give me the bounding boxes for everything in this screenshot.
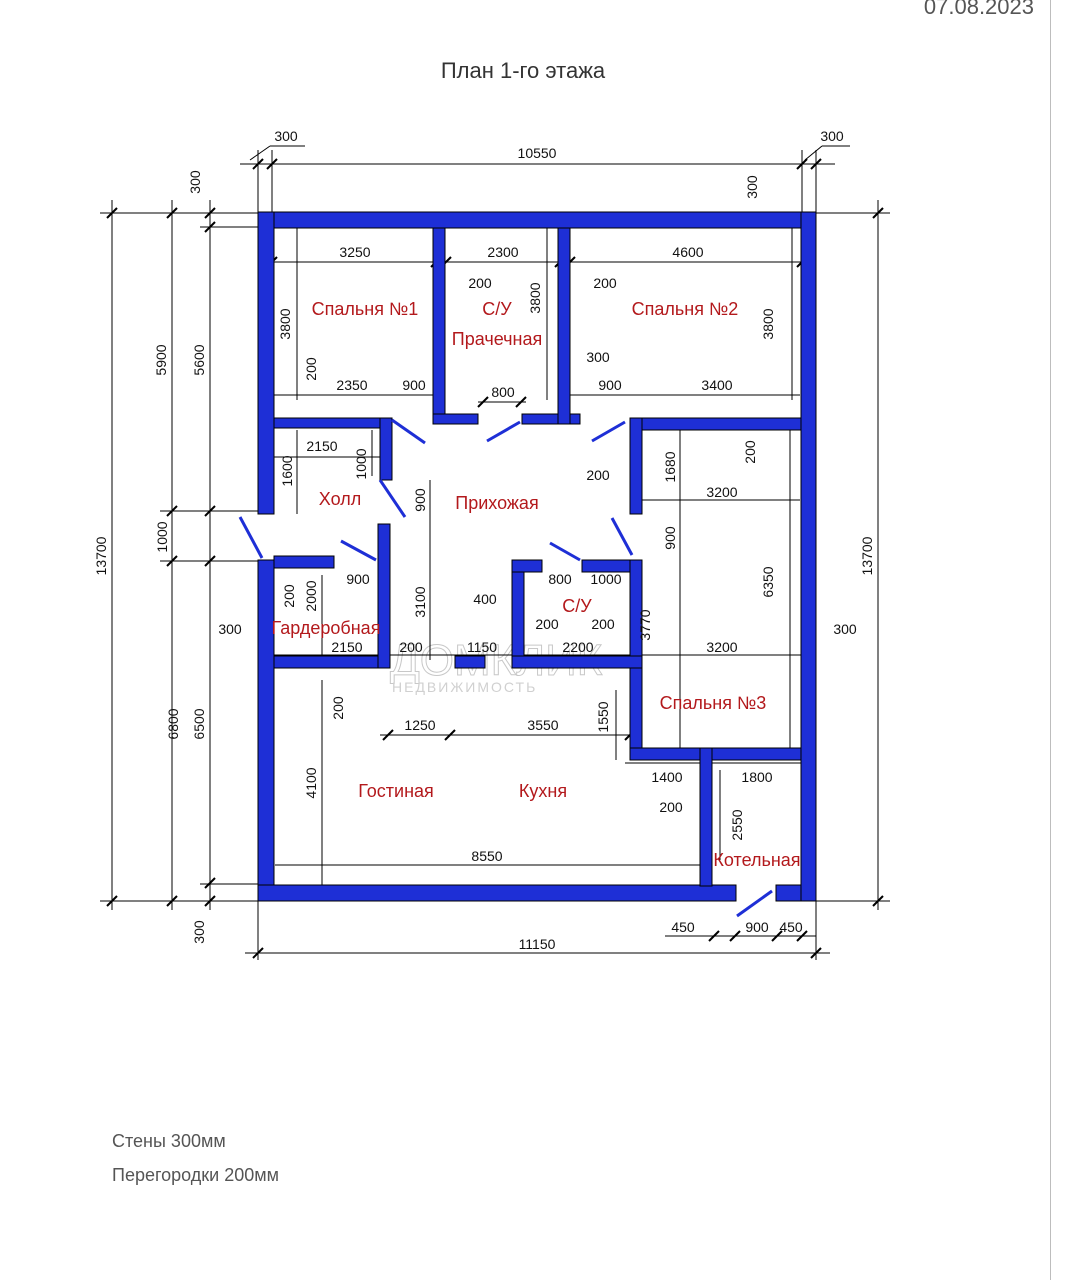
dim-label: 3550 xyxy=(527,717,558,733)
dim-label: 300 xyxy=(187,170,203,194)
dim-label: 3100 xyxy=(412,586,428,617)
dim-label: 3800 xyxy=(527,282,543,313)
room-living: Гостиная xyxy=(358,781,434,801)
dim-label: 900 xyxy=(346,571,370,587)
room-bathroom-1: С/У xyxy=(482,299,512,319)
room-wardrobe: Гардеробная xyxy=(272,618,381,638)
dim-label: 11150 xyxy=(519,936,556,952)
dim-label: 1150 xyxy=(467,639,497,655)
room-bedroom-3: Спальня №3 xyxy=(660,693,767,713)
plan-title: План 1-го этажа xyxy=(440,58,606,83)
room-bedroom-2: Спальня №2 xyxy=(632,299,739,319)
dim-label: 200 xyxy=(535,616,559,632)
notes: Стены 300мм Перегородки 200мм xyxy=(112,1124,279,1192)
dimension-labels: 300 10550 300 300 300 3250 2300 4600 200… xyxy=(93,128,875,952)
dim-label: 450 xyxy=(779,919,803,935)
dim-label: 200 xyxy=(742,440,758,464)
dim-label: 1800 xyxy=(741,769,772,785)
dim-label: 300 xyxy=(833,621,857,637)
dim-label: 3800 xyxy=(277,308,293,339)
dim-label: 300 xyxy=(820,128,844,144)
dim-label: 1000 xyxy=(353,448,369,479)
dim-label: 6350 xyxy=(760,566,776,597)
room-hall: Холл xyxy=(319,489,361,509)
dim-label: 2200 xyxy=(562,639,593,655)
dim-label: 200 xyxy=(468,275,492,291)
dim-label: 200 xyxy=(591,616,615,632)
dim-label: 3800 xyxy=(760,308,776,339)
room-boiler: Котельная xyxy=(713,850,800,870)
dim-label: 300 xyxy=(744,175,760,199)
dim-label: 13700 xyxy=(859,536,875,575)
dim-label: 200 xyxy=(303,357,319,381)
walls xyxy=(257,211,817,902)
dim-label: 1400 xyxy=(651,769,682,785)
dim-label: 200 xyxy=(586,467,610,483)
dim-label: 800 xyxy=(491,384,515,400)
dim-label: 200 xyxy=(281,584,297,608)
note-walls: Стены 300мм xyxy=(112,1131,226,1151)
dim-label: 13700 xyxy=(93,536,109,575)
note-partitions: Перегородки 200мм xyxy=(112,1165,279,1185)
floor-plan: ДОМКЛИК НЕДВИЖИМОСТЬ xyxy=(93,128,890,960)
dim-label: 1600 xyxy=(279,455,295,486)
dim-label: 2550 xyxy=(729,809,745,840)
room-bathroom-2: С/У xyxy=(562,596,592,616)
dim-label: 1250 xyxy=(404,717,435,733)
dim-label: 4600 xyxy=(672,244,703,260)
dim-label: 2000 xyxy=(303,580,319,611)
dim-label: 200 xyxy=(399,639,423,655)
dim-label: 6500 xyxy=(191,708,207,739)
dim-label: 1000 xyxy=(590,571,621,587)
dim-label: 5900 xyxy=(153,344,169,375)
dim-label: 300 xyxy=(218,621,242,637)
dim-label: 5600 xyxy=(191,344,207,375)
dim-label: 200 xyxy=(593,275,617,291)
dim-label: 1550 xyxy=(595,701,611,732)
room-entry: Прихожая xyxy=(455,493,538,513)
dim-label: 800 xyxy=(548,571,572,587)
room-kitchen: Кухня xyxy=(519,781,567,801)
watermark: ДОМКЛИК НЕДВИЖИМОСТЬ xyxy=(390,636,604,696)
doors xyxy=(238,418,773,918)
room-labels: Спальня №1 С/У Прачечная Спальня №2 Холл… xyxy=(272,299,801,870)
dimension-lines xyxy=(100,145,890,960)
dim-label: 3250 xyxy=(339,244,370,260)
dim-label: 900 xyxy=(598,377,622,393)
dim-label: 3200 xyxy=(706,639,737,655)
dim-label: 200 xyxy=(659,799,683,815)
dim-label: 2350 xyxy=(336,377,367,393)
dim-label: 2150 xyxy=(331,639,362,655)
dim-label: 2300 xyxy=(487,244,518,260)
room-bedroom-1: Спальня №1 xyxy=(312,299,419,319)
dim-label: 400 xyxy=(473,591,497,607)
dim-label: 10550 xyxy=(518,145,557,161)
dim-label: 4100 xyxy=(303,767,319,798)
dim-label: 200 xyxy=(330,696,346,720)
dim-label: 3400 xyxy=(701,377,732,393)
dim-label: 1000 xyxy=(154,521,170,552)
dim-label: 900 xyxy=(402,377,426,393)
dim-label: 300 xyxy=(191,920,207,944)
dim-label: 900 xyxy=(662,526,678,550)
dim-label: 900 xyxy=(412,488,428,512)
dim-label: 8550 xyxy=(471,848,502,864)
dim-label: 3770 xyxy=(637,609,653,640)
dim-label: 6800 xyxy=(165,708,181,739)
watermark-sub: НЕДВИЖИМОСТЬ xyxy=(392,679,537,695)
room-laundry: Прачечная xyxy=(452,329,542,349)
dim-label: 450 xyxy=(671,919,695,935)
dim-label: 2150 xyxy=(306,438,337,454)
dim-label: 1680 xyxy=(662,451,678,482)
date-stamp: 07.08.2023 xyxy=(923,0,1034,19)
dim-label: 3200 xyxy=(706,484,737,500)
page-border xyxy=(1050,0,1051,1280)
dim-label: 300 xyxy=(586,349,610,365)
dim-label: 300 xyxy=(274,128,298,144)
dim-label: 900 xyxy=(745,919,769,935)
